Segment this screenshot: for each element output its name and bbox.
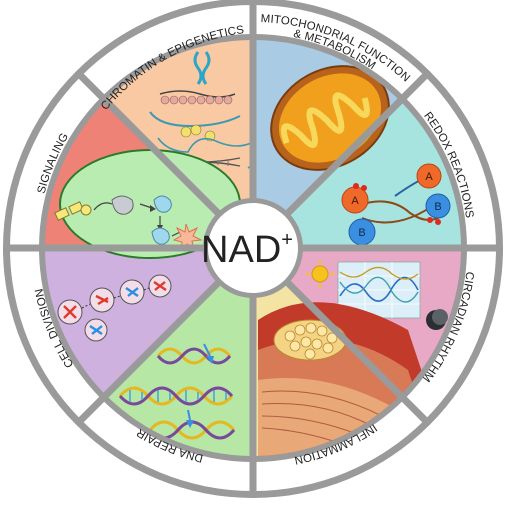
center-nad-label: NAD+ (201, 229, 293, 271)
sector-cell-division (45, 248, 253, 401)
dividing-cells-icon (57, 274, 172, 342)
chromatin-icon (149, 51, 256, 169)
divider-spoke (282, 277, 431, 426)
nad-superscript: + (281, 229, 293, 251)
moon-icon (426, 309, 448, 330)
molecule-a-label: A (351, 195, 359, 207)
divider-spoke (75, 277, 224, 426)
molecule-b-label: B (358, 227, 365, 239)
divider-spoke (282, 70, 431, 219)
dna-helix-icon (118, 343, 236, 440)
burst-icon (172, 223, 203, 252)
molecule-a-label: A (425, 171, 433, 183)
redox-molecules-icon: A A B B (341, 163, 451, 246)
sun-icon (306, 260, 334, 288)
center-hub (208, 203, 298, 293)
divider-spoke (75, 70, 224, 219)
nad-text: NAD (201, 229, 281, 271)
sector-redox (253, 95, 461, 248)
sector-dna-repair (100, 248, 253, 456)
cell-signaling-icon (54, 149, 241, 259)
molecule-b-label: B (434, 201, 441, 213)
